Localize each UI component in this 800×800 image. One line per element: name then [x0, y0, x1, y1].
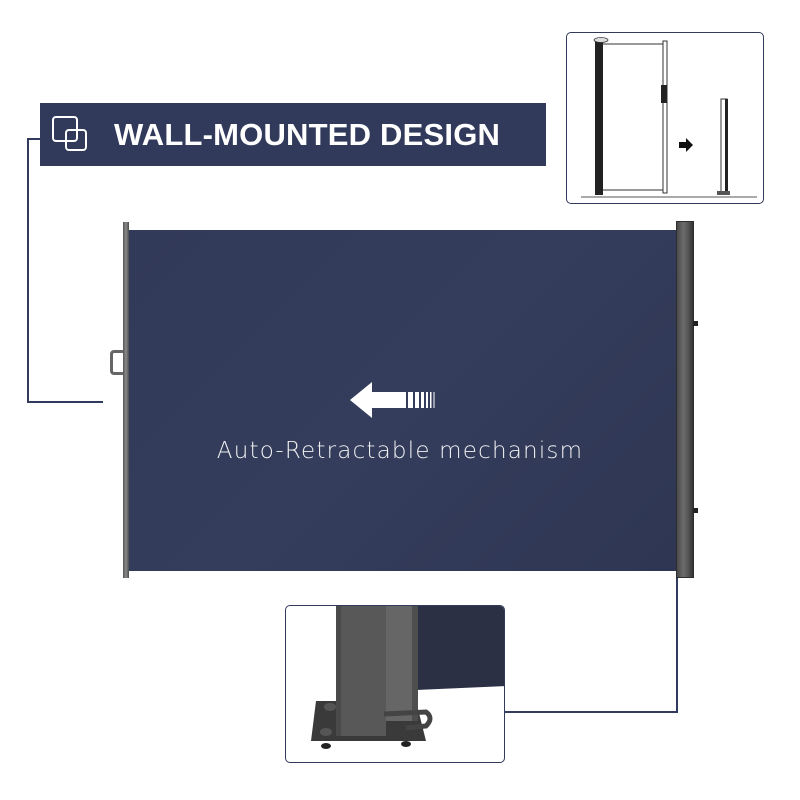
wall-bracket-lower: [693, 508, 698, 513]
connector-line-right-vertical: [676, 578, 678, 712]
connector-line-left-top: [27, 138, 41, 140]
arrow-right-icon: [679, 138, 693, 152]
banner-title: WALL-MOUNTED DESIGN: [114, 116, 501, 152]
arrow-left-icon: [350, 380, 442, 420]
base-plate-detail-photo: [285, 605, 505, 763]
overlapping-squares-icon: [52, 115, 90, 154]
extended-vs-retracted-diagram: [566, 32, 764, 204]
screen-handle-bar: [123, 222, 129, 578]
mechanism-caption: Auto-Retractable mechanism: [216, 438, 584, 464]
feature-banner: WALL-MOUNTED DESIGN: [40, 103, 546, 166]
wall-bracket-upper: [693, 321, 698, 326]
screen-diagram-illustration: [581, 37, 757, 198]
connector-line-left-vertical: [27, 138, 29, 403]
connector-line-right-bottom: [505, 711, 678, 713]
pull-handle: [110, 350, 123, 375]
cassette-post: [676, 221, 694, 578]
connector-line-left-bottom: [27, 401, 103, 403]
